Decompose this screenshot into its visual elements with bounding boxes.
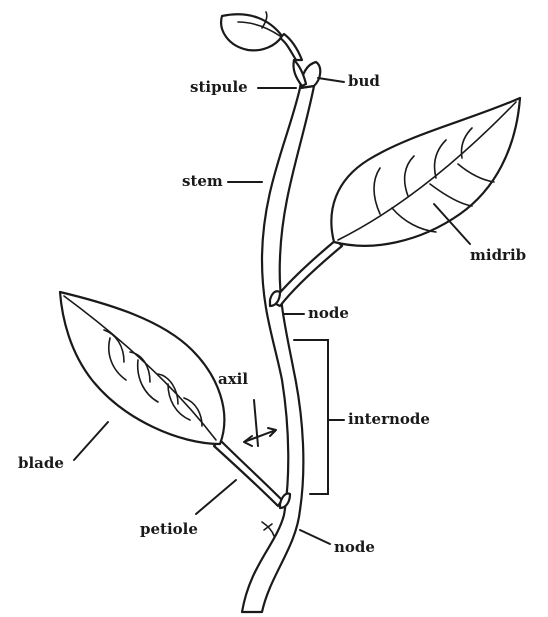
top-leaf-petiole	[280, 34, 302, 60]
right-leaf-blade	[331, 98, 520, 246]
stem-label: stem	[182, 174, 223, 189]
axil-arrow	[244, 400, 276, 446]
bud-leader	[318, 78, 344, 82]
left-leaf-blade	[60, 292, 224, 444]
blade-leader	[74, 422, 108, 460]
internode-label: internode	[348, 412, 430, 427]
right-leaf-petiole	[272, 240, 342, 306]
node-lower-leader	[300, 530, 330, 544]
petiole-leader	[196, 480, 236, 514]
bud-label: bud	[348, 74, 380, 89]
blade-label: blade	[18, 456, 64, 471]
node-upper-label: node	[308, 306, 349, 321]
node-lower-label: node	[334, 540, 375, 555]
stipule-label: stipule	[190, 80, 248, 95]
left-leaf-petiole	[214, 440, 282, 506]
axil-label: axil	[218, 372, 248, 387]
midrib-label: midrib	[470, 248, 526, 263]
stem-shape	[242, 86, 314, 612]
lower-node-mark	[262, 522, 274, 536]
petiole-label: petiole	[140, 522, 198, 537]
